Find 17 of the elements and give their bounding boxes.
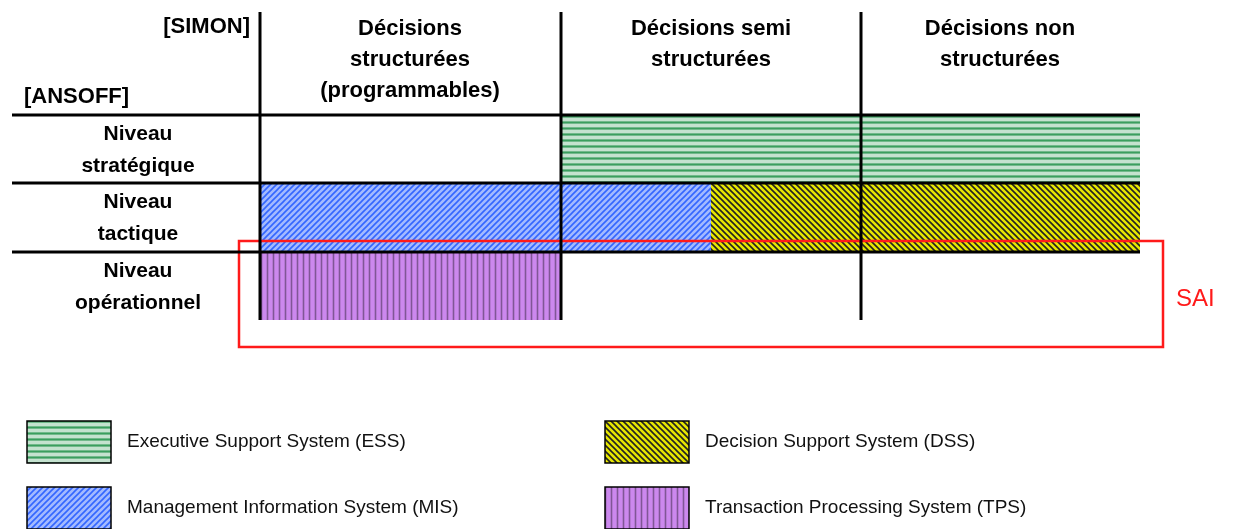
legend-label: Transaction Processing System (TPS) xyxy=(705,496,1027,518)
system-band xyxy=(260,183,711,252)
legend-label: Management Information System (MIS) xyxy=(127,496,459,518)
axis-label: [ANSOFF] xyxy=(24,82,131,110)
legend-label: Executive Support System (ESS) xyxy=(127,430,406,452)
row-header: Niveau tactique xyxy=(96,188,180,246)
axis-label: [SIMON] xyxy=(162,12,250,40)
row-header: Niveau opérationnel xyxy=(74,257,202,315)
system-band xyxy=(260,252,561,320)
system-band xyxy=(561,115,1140,183)
legend-label: Decision Support System (DSS) xyxy=(705,430,976,452)
system-band xyxy=(711,183,1140,252)
column-header: Décisions non structurées xyxy=(923,14,1077,73)
row-header: Niveau stratégique xyxy=(80,120,196,178)
column-header: Décisions semi structurées xyxy=(629,14,793,73)
column-header: Décisions structurées (programmables) xyxy=(319,14,501,104)
boundary-label: SAI xyxy=(1176,284,1215,312)
